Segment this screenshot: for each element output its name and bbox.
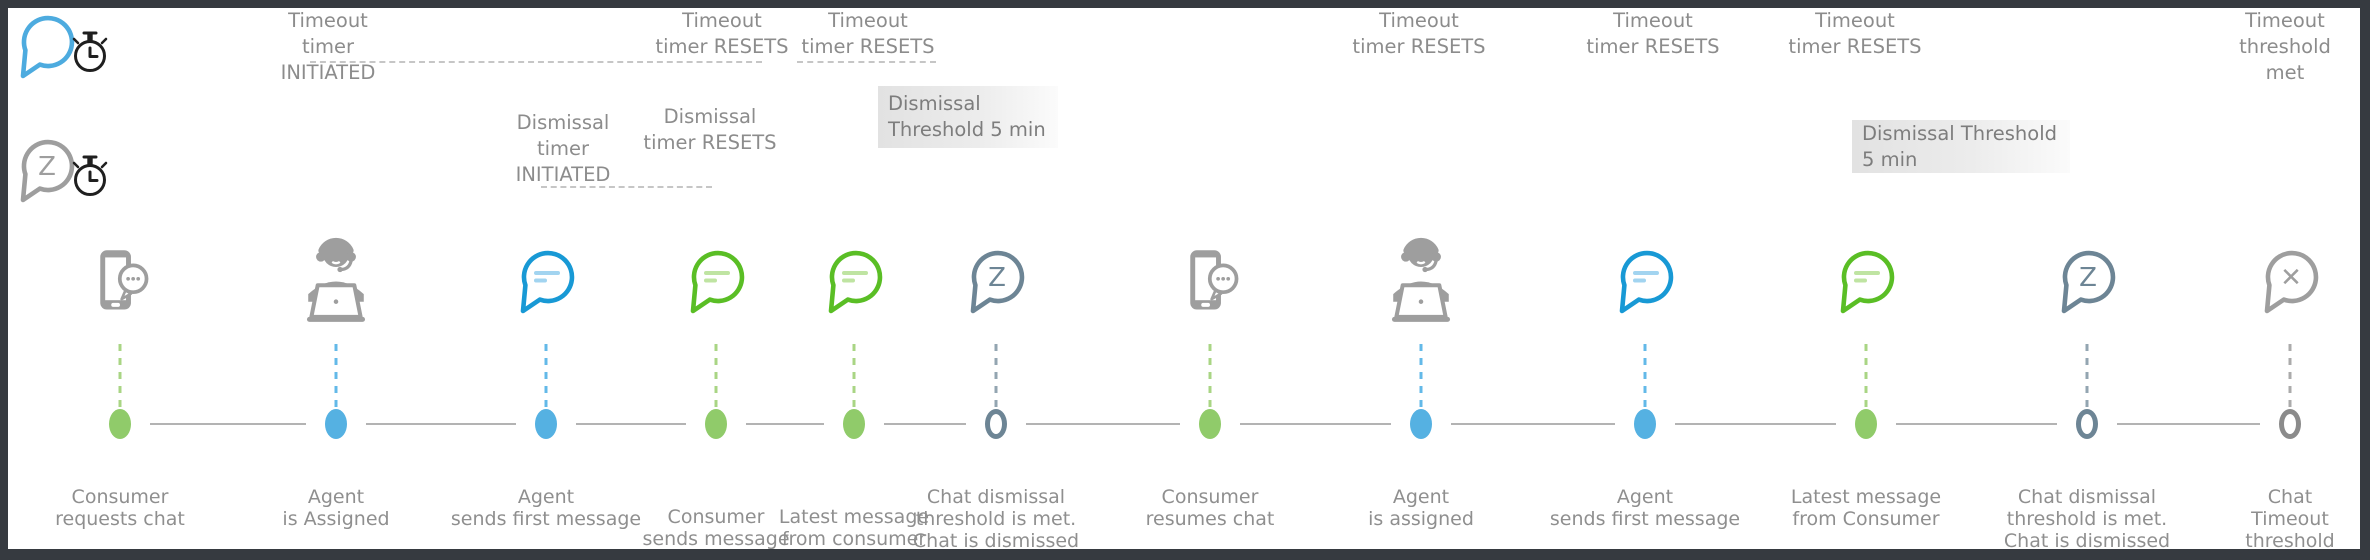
station-connector-dash: [118, 344, 122, 414]
timeline-line: [2117, 423, 2260, 425]
timeout-annotation: Timeout threshold met: [2239, 9, 2331, 84]
chat-bubble-green-icon: [1806, 226, 1926, 336]
station-label: Latest message from Consumer: [1790, 486, 1942, 530]
agent-headset-icon: [1361, 226, 1481, 336]
timeline-dot: [2076, 409, 2098, 439]
chat-ended-x-icon: ✕: [2230, 226, 2350, 336]
chat-bubble-green-icon: [656, 226, 776, 336]
station-label: Consumer requests chat: [55, 486, 185, 530]
station-label: Agent sends first message: [450, 486, 642, 530]
timeline-dot: [1634, 409, 1656, 439]
timeout-dash-line: [797, 61, 936, 63]
timeline-dot: [325, 409, 347, 439]
chat-bubble-blue-icon: [1585, 226, 1705, 336]
station-connector-dash: [1208, 344, 1212, 414]
timeout-annotation: Timeout timer RESETS: [1788, 9, 1922, 58]
dismissal-threshold-badge: Dismissal Threshold 5 min: [1852, 120, 2070, 173]
dismissal-threshold-badge: Dismissal Threshold 5 min: [878, 86, 1058, 148]
station-connector-dash: [1864, 344, 1868, 414]
timeline-dot: [1410, 409, 1432, 439]
station-label: Consumer resumes chat: [1145, 486, 1275, 530]
timeout-annotation: Timeout timer RESETS: [655, 9, 789, 58]
timeline-line: [884, 423, 966, 425]
svg-text:Z: Z: [38, 152, 56, 182]
station-label: Chat dismissal threshold is met. Chat is…: [912, 486, 1080, 552]
timeline-line: [150, 423, 306, 425]
timeline-dot: [843, 409, 865, 439]
timeline-dot: [1199, 409, 1221, 439]
chat-dismissal-z-icon: Z: [936, 226, 1056, 336]
station-label: Agent is assigned: [1368, 486, 1474, 530]
station-connector-dash: [1419, 344, 1423, 414]
timeline-line: [1240, 423, 1391, 425]
svg-text:Z: Z: [2079, 263, 2097, 293]
dismissal-timer-legend-icon: Z: [14, 136, 118, 212]
timeline-dot: [2279, 409, 2301, 439]
timeout-annotation: Timeout timer RESETS: [801, 9, 935, 58]
station-label: Chat Timeout threshold met. Chat ended.: [2245, 486, 2335, 552]
station-connector-dash: [852, 344, 856, 414]
timeline-line: [1675, 423, 1836, 425]
timeout-annotation: Timeout timer INITIATED: [280, 9, 376, 84]
chat-bubble-green-icon: [794, 226, 914, 336]
station-label: Latest message from consumer: [778, 506, 930, 550]
station-label: Agent is Assigned: [282, 486, 390, 530]
timeline-line: [746, 423, 824, 425]
svg-text:✕: ✕: [2280, 263, 2302, 293]
station-connector-dash: [2085, 344, 2089, 414]
station-label: Chat dismissal threshold is met. Chat is…: [2003, 486, 2171, 552]
station-connector-dash: [2288, 344, 2292, 414]
chat-dismissal-z-icon: Z: [2027, 226, 2147, 336]
station-connector-dash: [714, 344, 718, 414]
timeline-line: [576, 423, 686, 425]
timeline-dot: [705, 409, 727, 439]
station-connector-dash: [1643, 344, 1647, 414]
dismissal-dash-line: [541, 186, 712, 188]
station-connector-dash: [334, 344, 338, 414]
chat-bubble-blue-icon: [486, 226, 606, 336]
timeline-line: [1026, 423, 1180, 425]
station-label: Agent sends first message: [1549, 486, 1741, 530]
timeline-dot: [1855, 409, 1877, 439]
agent-headset-icon: [276, 226, 396, 336]
dismissal-annotation: Dismissal timer RESETS: [643, 105, 777, 154]
dismissal-annotation: Dismissal timer INITIATED: [515, 111, 611, 186]
timeout-dash-line: [310, 61, 762, 63]
timeline-dot: [535, 409, 557, 439]
phone-chat-icon: [1150, 226, 1270, 336]
timeline-dot: [985, 409, 1007, 439]
timeout-annotation: Timeout timer RESETS: [1586, 9, 1720, 58]
timeout-timer-legend-icon: [14, 12, 118, 88]
station-connector-dash: [994, 344, 998, 414]
phone-chat-icon: [60, 226, 180, 336]
timeline-line: [366, 423, 516, 425]
timeline-line: [1896, 423, 2057, 425]
station-connector-dash: [544, 344, 548, 414]
timeout-annotation: Timeout timer RESETS: [1352, 9, 1486, 58]
svg-text:Z: Z: [988, 263, 1006, 293]
station-label: Consumer sends message: [642, 506, 790, 550]
timeline-dot: [109, 409, 131, 439]
timeline-line: [1451, 423, 1615, 425]
